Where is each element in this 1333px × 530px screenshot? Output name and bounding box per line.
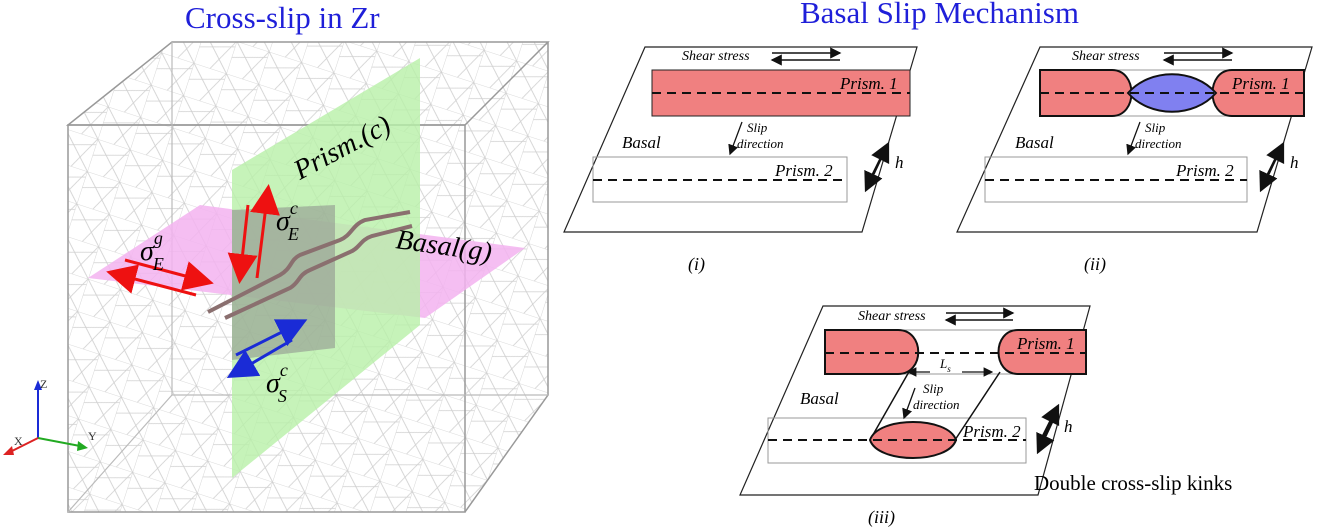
caption-ii: (ii) xyxy=(1084,254,1106,275)
slip-label: Slip xyxy=(1145,120,1166,135)
dislocation-line xyxy=(207,210,413,320)
axis-triad: Z Y X xyxy=(3,377,97,455)
prism-1-label: Prism. 1 xyxy=(1231,74,1290,93)
basal-slip-panel: Basal Slip Mechanism Shear stress Prism.… xyxy=(563,0,1313,528)
right-title: Basal Slip Mechanism xyxy=(800,0,1079,30)
basal-label: Basal xyxy=(800,389,839,408)
shear-stress-label: Shear stress xyxy=(1072,49,1140,64)
shear-stress-label: Shear stress xyxy=(682,49,750,64)
axis-y-label: Y xyxy=(88,429,97,443)
h-label: h xyxy=(1290,153,1299,172)
basal-bulge xyxy=(1126,73,1218,113)
axis-z-label: Z xyxy=(40,377,47,391)
slip-label: Slip xyxy=(747,120,768,135)
slip-label: Slip xyxy=(923,381,944,396)
diagram-ii: Shear stress Prism. 1 Prism. 2 Basal Sli… xyxy=(956,46,1313,275)
prism-2-label: Prism. 2 xyxy=(1175,161,1234,180)
prism-2-kink xyxy=(868,421,958,459)
arrow-blue xyxy=(226,338,293,379)
direction-label: direction xyxy=(913,397,959,412)
h-label: h xyxy=(1064,417,1073,436)
h-label: h xyxy=(895,153,904,172)
caption-i: (i) xyxy=(688,254,705,275)
prism-1-label: Prism. 1 xyxy=(1016,334,1075,353)
diagram-iii: Shear stress Prism. 1 Prism. 2 Basal Ls … xyxy=(739,305,1232,528)
arrow-blue xyxy=(235,319,308,357)
arrow-red xyxy=(124,258,214,291)
plane-intersection xyxy=(232,205,335,360)
basal-label: Basal xyxy=(1015,133,1054,152)
basal-label: Basal xyxy=(622,133,661,152)
direction-label: direction xyxy=(1135,136,1181,151)
basal-parallelogram xyxy=(563,46,918,233)
prism-2-label: Prism. 2 xyxy=(962,422,1021,441)
arrow-red xyxy=(250,184,280,279)
axis-x-label: X xyxy=(14,434,23,448)
ls-label: Ls xyxy=(939,356,951,374)
shear-stress-label: Shear stress xyxy=(858,309,926,324)
caption-iii: (iii) xyxy=(868,507,895,528)
prism-1-label: Prism. 1 xyxy=(839,74,898,93)
stress-arrows xyxy=(106,184,308,379)
left-title: Cross-slip in Zr xyxy=(185,0,380,35)
prism-2-label: Prism. 2 xyxy=(774,161,833,180)
arrow-red xyxy=(227,204,258,284)
direction-label: direction xyxy=(737,136,783,151)
diagram-i: Shear stress Prism. 1 Prism. 2 Basal Sli… xyxy=(563,46,918,275)
double-cross-slip-note: Double cross-slip kinks xyxy=(1034,471,1232,495)
arrow-red xyxy=(106,264,197,297)
